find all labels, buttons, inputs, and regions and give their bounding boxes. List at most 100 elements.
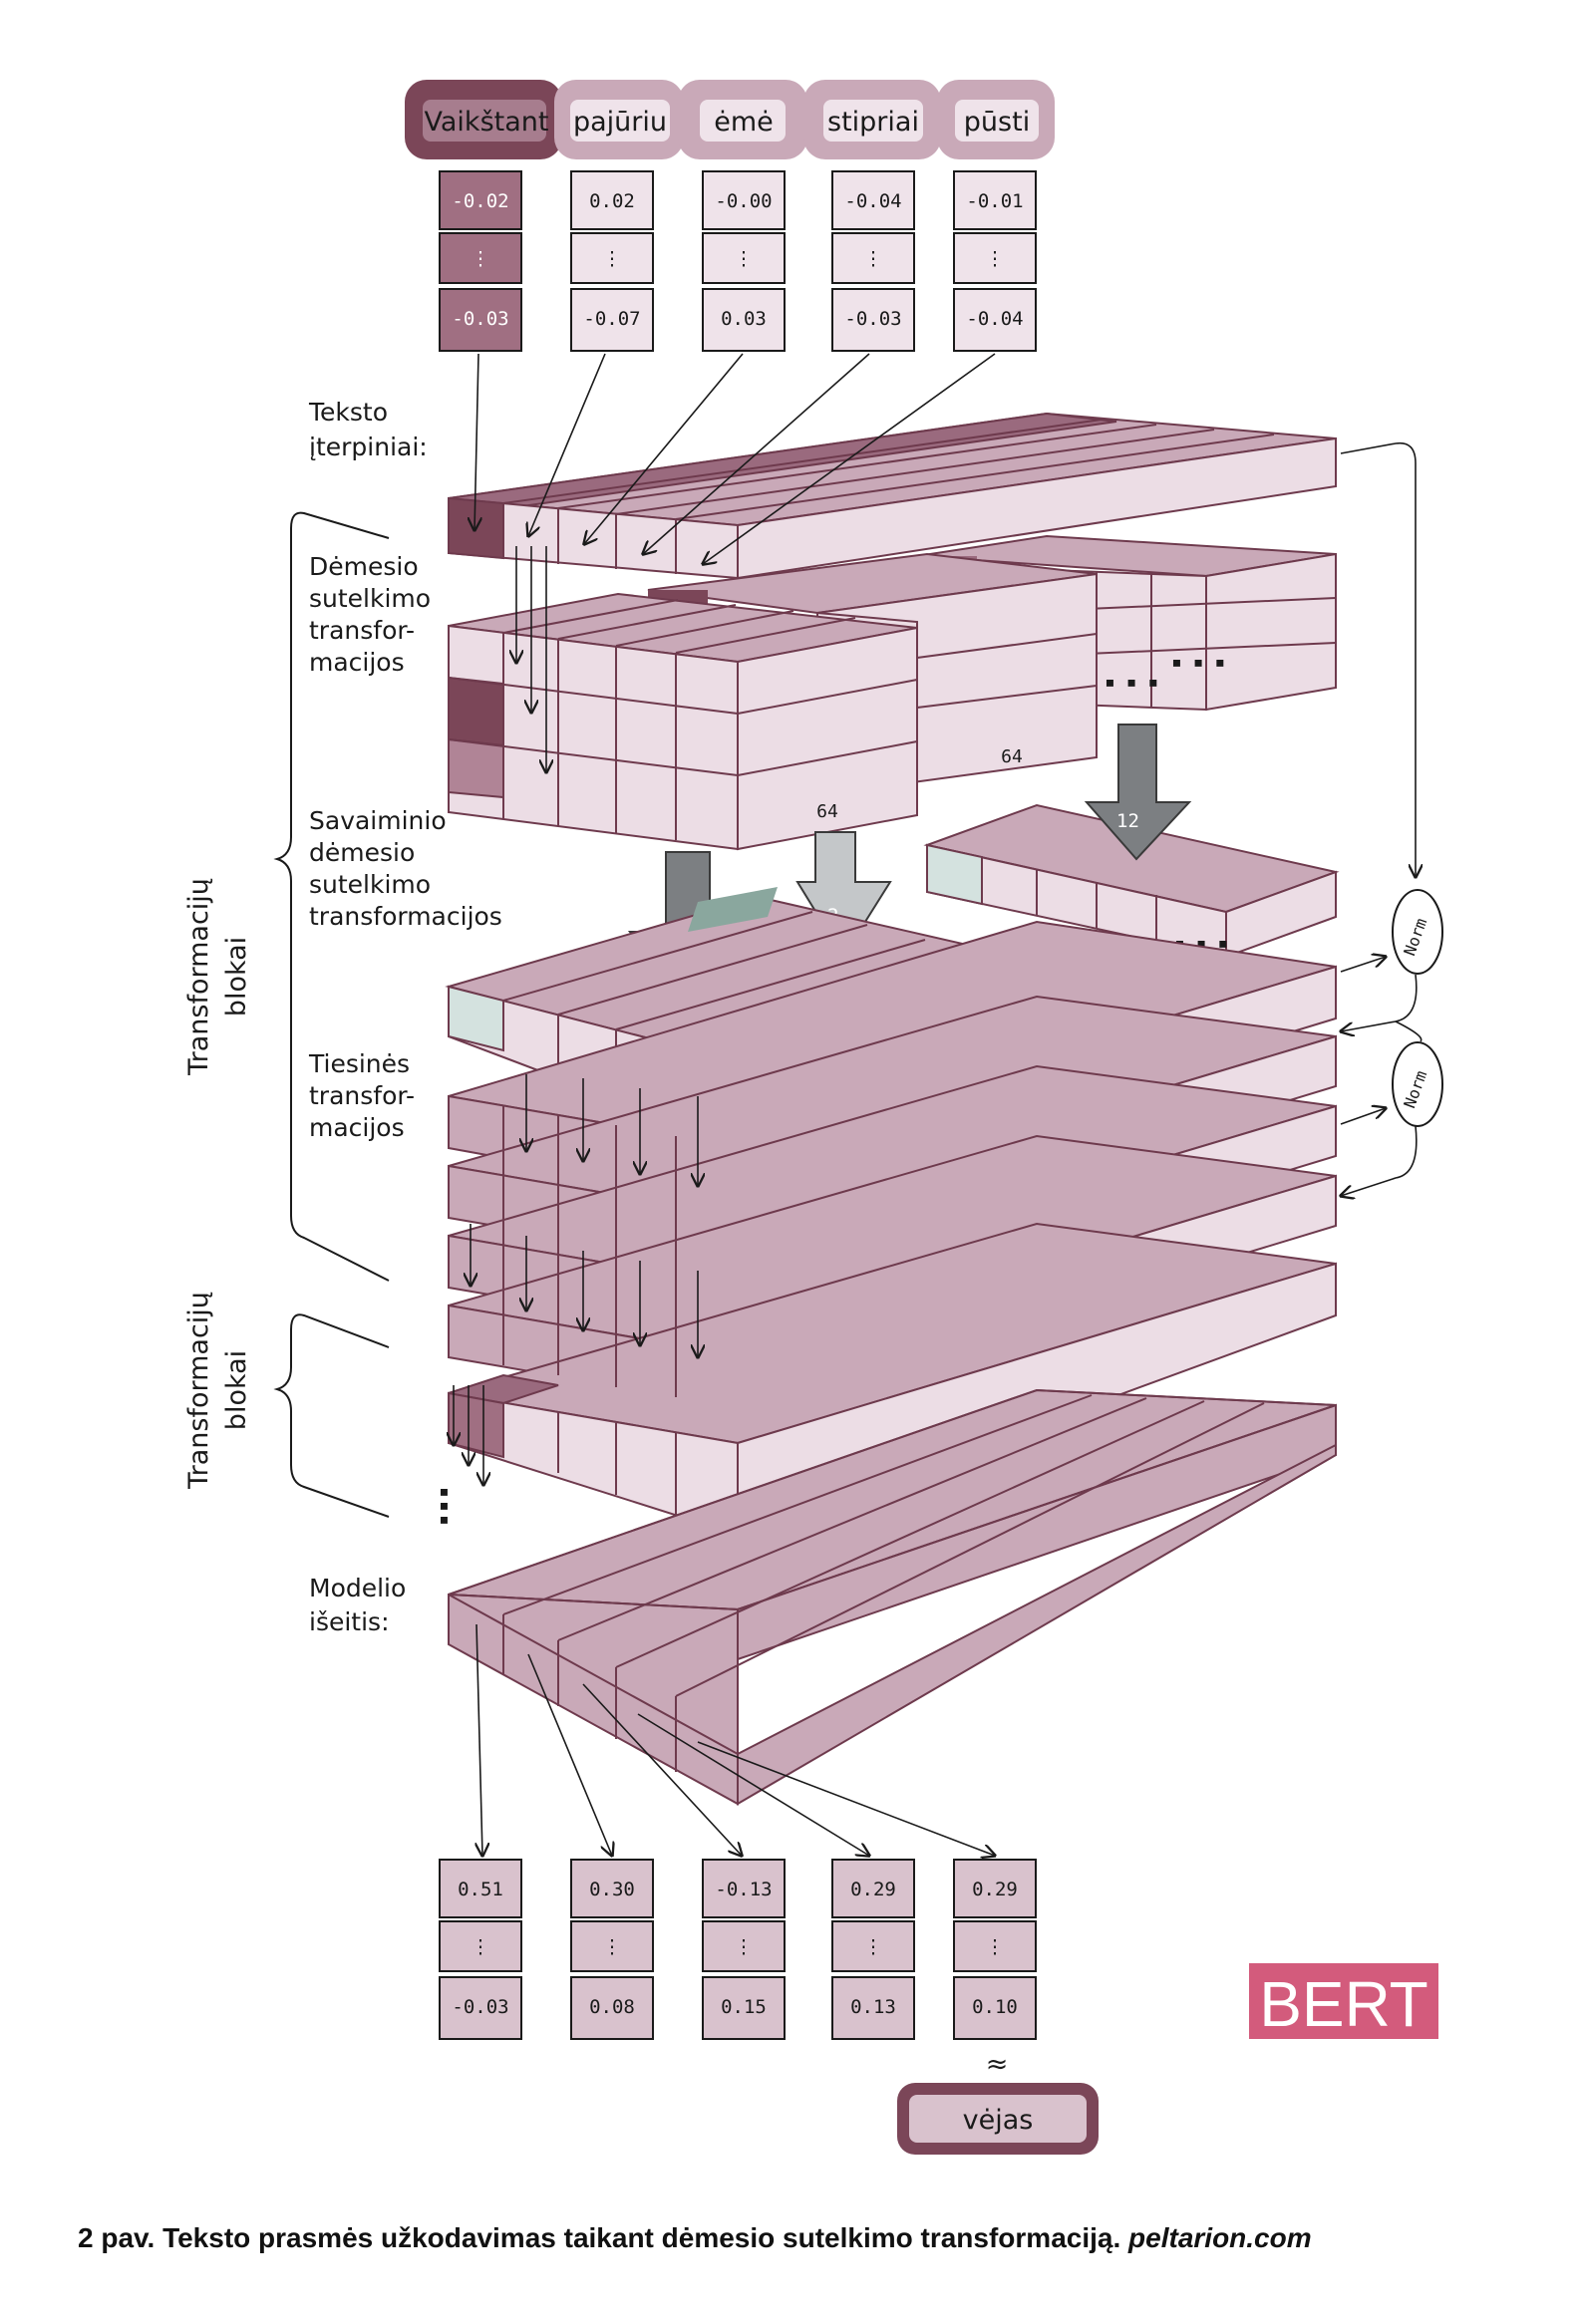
head-number: 12 (1116, 810, 1139, 832)
embedding-dots: ⋮ (603, 248, 622, 270)
embedding-vector: 0.02 ⋮ -0.07 (570, 170, 654, 352)
embedding-value: 0.02 (589, 190, 635, 212)
embedding-dots: ⋮ (864, 248, 883, 270)
token-text: Vaikštant (425, 107, 549, 138)
label-transformer-blocks: blokai (221, 1350, 252, 1430)
head-dim-label: 64 (1001, 746, 1023, 767)
attention-head-front: 64 (448, 592, 918, 851)
label-transformer-blocks: blokai (221, 937, 252, 1017)
figure-caption: 2 pav. Teksto prasmės užkodavimas taikan… (78, 2222, 1533, 2254)
label-self-attention: transformacijos (309, 902, 502, 931)
token-text: stipriai (827, 107, 919, 138)
attention-output-small: ▪ ▪ ▪ (923, 803, 1340, 959)
output-dots: ⋮ (472, 1936, 490, 1958)
output-vector: 0.29 ⋮ 0.10 (953, 1859, 1037, 2040)
label-text-embeddings: įterpiniai: (309, 433, 428, 461)
output-dots: ⋮ (986, 1936, 1005, 1958)
left-labels: Teksto įterpiniai: Dėmesio sutelkimo tra… (308, 398, 502, 1636)
output-vector: 0.51 ⋮ -0.03 (439, 1859, 522, 2040)
label-self-attention: dėmesio (309, 838, 415, 867)
caption-text: 2 pav. Teksto prasmės užkodavimas taikan… (78, 2222, 1121, 2253)
embedding-vector: -0.01 ⋮ -0.04 (953, 170, 1037, 352)
label-linear: transfor- (309, 1081, 415, 1110)
output-vector: 0.30 ⋮ 0.08 (570, 1859, 654, 2040)
output-value: 0.15 (721, 1996, 767, 2018)
output-value: 0.13 (850, 1996, 896, 2018)
label-attention: sutelkimo (309, 584, 431, 613)
label-attention: Dėmesio (309, 552, 419, 581)
approx-symbol: ≈ (986, 2049, 1009, 2080)
label-self-attention: sutelkimo (309, 870, 431, 899)
brace-transformer-blocks: Transformacijų blokai (183, 511, 390, 1282)
embedding-vector: -0.00 ⋮ 0.03 (702, 170, 786, 352)
label-text-embeddings: Teksto (308, 398, 388, 427)
embedding-input-arrows (475, 353, 996, 772)
result-pill: vėjas (897, 2083, 1099, 2155)
embedding-value: 0.03 (721, 308, 767, 330)
token-text: pūsti (964, 107, 1030, 138)
logo-text: BERT (1259, 1968, 1428, 2040)
result-word: vėjas (963, 2105, 1034, 2136)
label-transformer-blocks: Transformacijų (183, 1292, 214, 1490)
output-dots: ⋮ (735, 1936, 754, 1958)
token-text: pajūriu (573, 107, 667, 138)
output-vector: -0.13 ⋮ 0.15 (702, 1859, 786, 2040)
embedding-dots: ⋮ (735, 248, 754, 270)
embedding-value: -0.04 (966, 308, 1023, 330)
norm-residual: Norm Norm (1341, 441, 1443, 1196)
norm-circle (1392, 889, 1443, 975)
token-pill: pūsti (937, 80, 1055, 159)
token-pill: stipriai (803, 80, 941, 159)
output-embedding-vectors: 0.51 ⋮ -0.03 0.30 ⋮ 0.08 -0.13 ⋮ 0.15 0.… (439, 1859, 1037, 2040)
embedding-value: -0.07 (583, 308, 640, 330)
output-dots: ⋮ (603, 1936, 622, 1958)
bert-logo: BERT (1249, 1963, 1438, 2040)
embedding-value: -0.01 (966, 190, 1023, 212)
ellipsis: ▪ (439, 1481, 450, 1502)
head-arrow: 12 (1084, 724, 1192, 861)
label-linear: macijos (309, 1113, 405, 1142)
embedding-dots: ⋮ (986, 248, 1005, 270)
output-value: -0.03 (452, 1996, 508, 2018)
input-embedding-vectors: -0.02 ⋮ -0.03 0.02 ⋮ -0.07 -0.00 ⋮ 0.03 … (439, 170, 1037, 352)
ellipsis: ▪ (439, 1495, 450, 1516)
embedding-value: -0.02 (452, 190, 508, 212)
output-slab (448, 1388, 1337, 1806)
label-output: išeitis: (309, 1607, 390, 1636)
brace-transformer-blocks: Transformacijų blokai (183, 1292, 390, 1518)
output-value: 0.29 (850, 1879, 896, 1900)
caption-source: peltarion.com (1128, 2222, 1312, 2253)
output-value: 0.51 (458, 1879, 503, 1900)
ellipsis: ▪ ▪ ▪ (1171, 652, 1225, 673)
label-output: Modelio (309, 1574, 406, 1602)
token-pill: pajūriu (554, 80, 684, 159)
head-dim-label: 64 (816, 801, 838, 822)
output-value: 0.08 (589, 1996, 635, 2018)
output-value: 0.10 (972, 1996, 1018, 2018)
output-vector: 0.29 ⋮ 0.13 (831, 1859, 915, 2040)
embedding-value: -0.00 (715, 190, 772, 212)
token-row: Vaikštant pajūriu ėmė stipriai pūsti (405, 80, 1055, 159)
embedding-value: -0.04 (844, 190, 901, 212)
norm-circle (1392, 1041, 1443, 1127)
linear-flow-arrows: ▪ ▪ ▪ (439, 1074, 698, 1530)
embedding-vector: -0.02 ⋮ -0.03 (439, 170, 522, 352)
label-attention: transfor- (309, 616, 415, 645)
label-self-attention: Savaiminio (309, 806, 447, 835)
output-value: 0.29 (972, 1879, 1018, 1900)
embedding-vector: -0.04 ⋮ -0.03 (831, 170, 915, 352)
output-value: -0.13 (715, 1879, 772, 1900)
label-transformer-blocks: Transformacijų (183, 878, 214, 1076)
token-pill: ėmė (678, 80, 807, 159)
output-value: 0.30 (589, 1879, 635, 1900)
output-arrows (476, 1623, 995, 1856)
label-attention: macijos (309, 648, 405, 677)
output-dots: ⋮ (864, 1936, 883, 1958)
ellipsis: ▪ ▪ ▪ (1105, 672, 1158, 693)
embedding-value: -0.03 (452, 308, 508, 330)
ellipsis: ▪ (439, 1509, 450, 1530)
token-text: ėmė (714, 107, 774, 138)
token-pill: Vaikštant (405, 80, 562, 159)
embedding-dots: ⋮ (472, 248, 490, 270)
